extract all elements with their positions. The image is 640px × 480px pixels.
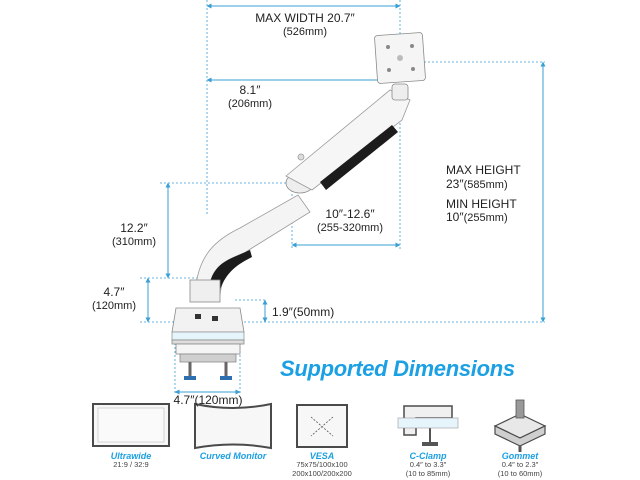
ultrawide-monitor-icon [92, 403, 170, 447]
base-clamp [171, 279, 245, 380]
feature-detail: 75x75/100x100 [296, 460, 348, 469]
feature-title: C-Clamp [409, 451, 447, 461]
extension-mm: (255-320mm) [316, 221, 384, 234]
min-height-label: MIN HEIGHT [446, 196, 517, 211]
feature-curved-monitor: Curved Monitor [185, 451, 281, 461]
curved-monitor-icon [194, 402, 272, 450]
vesa-plate [374, 32, 426, 101]
arm-height-mm: (310mm) [111, 235, 156, 248]
feature-title: Gommet [501, 451, 539, 461]
base-width-label: 4.7″(120mm) [173, 393, 243, 407]
feature-detail: 21:9 / 32:9 [113, 460, 149, 469]
reach-mm: (206mm) [227, 97, 272, 110]
height-dimensions: MAX HEIGHT 23″(585mm) MIN HEIGHT 10″(255… [446, 163, 521, 225]
feature-detail: 0.4″ to 2.3″ [501, 460, 539, 469]
reach-dimension: 8.1″ (206mm) [215, 83, 285, 110]
max-height-mm: (585mm) [463, 178, 508, 191]
supported-dimensions-heading: Supported Dimensions [280, 356, 515, 381]
feature-title: Curved Monitor [199, 451, 267, 461]
base-height-mm: (120mm) [91, 299, 136, 312]
extension-dimension: 10″-12.6″ (255-320mm) [300, 207, 400, 234]
feature-detail: (10 to 60mm) [497, 468, 543, 478]
arm-height-dimension: 12.2″ (310mm) [108, 221, 160, 248]
feature-detail: 0.4″ to 3.3″ [409, 460, 447, 469]
max-height-label: MAX HEIGHT [446, 163, 521, 177]
max-height-value: 23″ [446, 176, 464, 191]
base-height-label: 4.7″ [103, 285, 125, 299]
extension-label: 10″-12.6″ [325, 207, 375, 221]
feature-ultrawide: Ultrawide 21:9 / 32:9 [83, 451, 179, 470]
feature-detail: (10 to 85mm) [405, 468, 451, 478]
feature-c-clamp: C-Clamp 0.4″ to 3.3″ (10 to 85mm) [380, 451, 476, 478]
max-width-mm: (526mm) [282, 25, 327, 38]
feature-grommet: Gommet 0.4″ to 2.3″ (10 to 60mm) [472, 451, 568, 478]
min-height-value: 10″ [446, 210, 464, 225]
dimension-lines [145, 3, 546, 395]
vesa-pattern-icon [296, 404, 348, 448]
max-width-dimension: MAX WIDTH 20.7″ (526mm) [215, 11, 395, 38]
min-height-mm: (255mm) [463, 212, 508, 225]
lower-arm [195, 194, 311, 296]
offset-dimension: 1.9″(50mm) [272, 305, 335, 320]
feature-title: Ultrawide [110, 451, 152, 461]
base-width-dimension: 4.7″(120mm) [160, 393, 256, 408]
grommet-icon [493, 399, 547, 452]
offset-label: 1.9″(50mm) [272, 305, 335, 319]
reach-label: 8.1″ [239, 83, 261, 97]
feature-title: VESA [309, 451, 335, 461]
arm-height-label: 12.2″ [120, 221, 148, 235]
base-height-dimension: 4.7″ (120mm) [86, 285, 142, 312]
c-clamp-icon [397, 405, 459, 446]
upper-arm [285, 89, 411, 191]
feature-detail: 200x100/200x200 [292, 468, 352, 478]
feature-vesa: VESA 75x75/100x100 200x100/200x200 [274, 451, 370, 478]
max-width-label: MAX WIDTH 20.7″ [255, 11, 355, 25]
